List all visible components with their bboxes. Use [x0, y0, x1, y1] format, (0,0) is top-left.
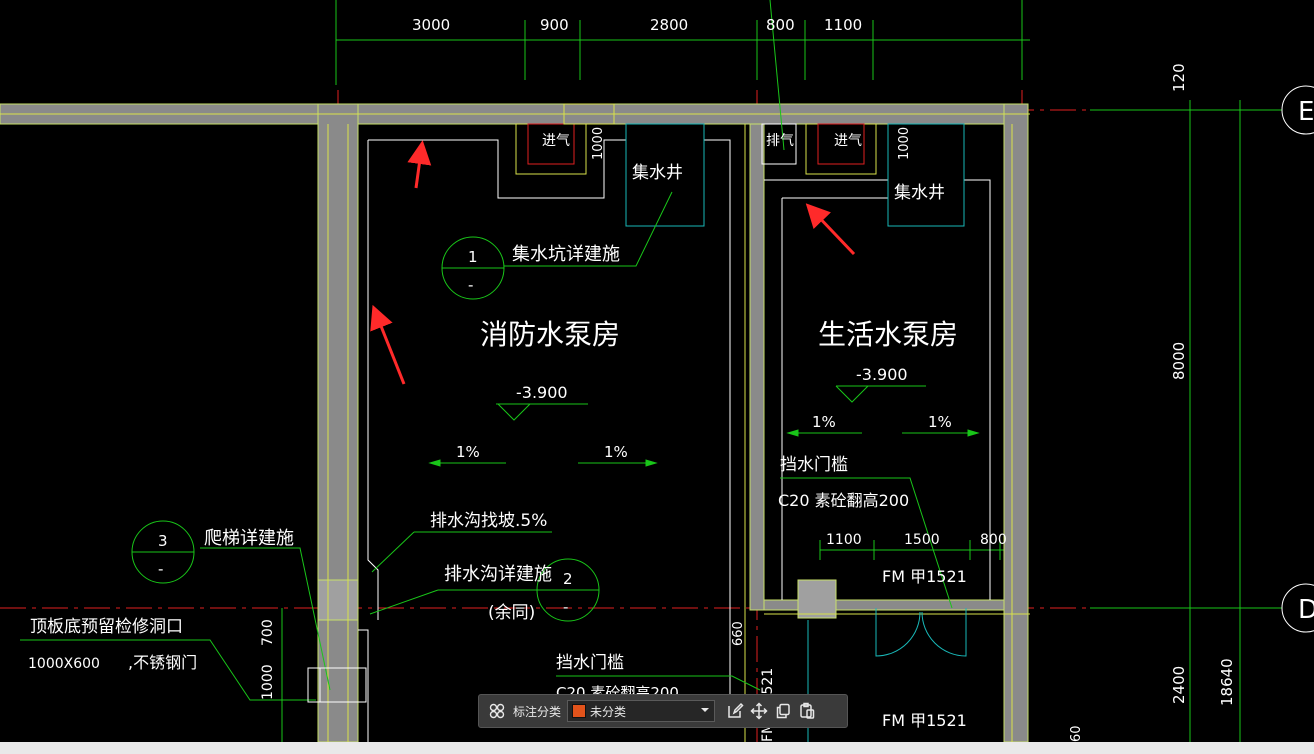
category-select[interactable]: 未分类	[567, 700, 716, 722]
dim-left-1000: 1000	[260, 664, 276, 700]
sill-label-living: 挡水门槛	[780, 455, 848, 475]
dim-door-1500: 1500	[904, 532, 940, 548]
callout-3-sheet: -	[158, 560, 163, 578]
dim-right-18640: 18640	[1218, 658, 1236, 706]
dim-intake-1000-right: 1000	[897, 127, 912, 160]
trench-slope-note: 排水沟找坡.5%	[430, 511, 547, 531]
exhaust-label: 排气	[766, 133, 794, 149]
hatch-size: 1000X600	[28, 656, 100, 672]
same-note: (余同)	[488, 603, 535, 623]
sill-label-fire: 挡水门槛	[556, 653, 624, 673]
move-icon[interactable]	[747, 699, 771, 723]
status-strip	[0, 742, 1314, 754]
callout-2-sheet: -	[563, 598, 568, 616]
callout-2-number: 2	[563, 570, 573, 588]
axis-label-d: D	[1298, 595, 1314, 625]
elevation-markers	[496, 385, 926, 421]
dim-top-1100: 1100	[824, 16, 862, 34]
dim-top-800: 800	[766, 16, 795, 34]
ladder-note: 爬梯详建施	[204, 528, 294, 549]
callout-1-sheet: -	[468, 276, 473, 294]
category-select-value: 未分类	[590, 704, 627, 719]
dim-right-120: 120	[1170, 63, 1188, 92]
slope-arrows	[428, 429, 980, 467]
callout-3-number: 3	[158, 532, 168, 550]
trench-detail-note: 排水沟详建施	[444, 564, 552, 585]
dim-door-1100: 1100	[826, 532, 862, 548]
dim-intake-1000-left: 1000	[591, 127, 606, 160]
dim-right-2400: 2400	[1170, 666, 1188, 704]
elevation-living: -3.900	[856, 365, 908, 384]
category-label: 标注分类	[513, 704, 562, 719]
door-code-lower: FM 甲1521	[882, 711, 967, 730]
axis-bubbles	[1281, 85, 1314, 633]
dim-right-8000: 8000	[1170, 342, 1188, 380]
sump-pits	[625, 123, 965, 227]
dim-door-800: 800	[980, 532, 1007, 548]
elevation-fire: -3.900	[516, 383, 568, 402]
slope-living-left: 1%	[812, 413, 836, 431]
dim-top-900: 900	[540, 16, 569, 34]
edit-icon[interactable]	[723, 699, 747, 723]
dim-660: 660	[731, 621, 746, 646]
fire-pump-room-title: 消防水泵房	[480, 318, 620, 351]
chevron-down-icon	[700, 704, 710, 718]
intake-label-left: 进气	[542, 133, 570, 149]
slope-fire-left: 1%	[456, 443, 480, 461]
sump-label-left: 集水井	[632, 163, 683, 183]
air-shafts	[515, 103, 877, 175]
hatch-note: 顶板底预留检修洞口	[30, 617, 183, 637]
layout-grid-icon[interactable]	[485, 699, 509, 723]
slope-fire-right: 1%	[604, 443, 628, 461]
dim-top-3000: 3000	[412, 16, 450, 34]
paste-icon[interactable]	[795, 699, 819, 723]
red-annotation-arrows	[370, 140, 856, 385]
sump-detail-note: 集水坑详建施	[512, 244, 620, 265]
intake-label-right: 进气	[834, 133, 862, 149]
dim-left-700: 700	[260, 619, 276, 646]
room-outlines	[358, 139, 991, 742]
walls	[0, 103, 1029, 742]
axis-label-e: E	[1298, 97, 1314, 127]
hatch-material: ,不锈钢门	[128, 653, 197, 672]
living-pump-room-title: 生活水泵房	[818, 318, 958, 351]
category-color-swatch	[572, 704, 587, 718]
callout-1-number: 1	[468, 248, 478, 266]
dim-60: 60	[1069, 725, 1084, 742]
wall-inner-lines	[0, 113, 1030, 742]
dim-top-2800: 2800	[650, 16, 688, 34]
copy-icon[interactable]	[771, 699, 795, 723]
hatch-opening	[307, 667, 367, 703]
slope-living-right: 1%	[928, 413, 952, 431]
callout-circles	[131, 236, 600, 622]
door-code-upper: FM 甲1521	[882, 567, 967, 586]
sump-label-right: 集水井	[894, 183, 945, 203]
dimension-lines	[281, 0, 1282, 742]
leader-lines	[20, 0, 953, 701]
annotation-toolbar: 标注分类 未分类	[478, 694, 848, 728]
sill-spec-living: C20 素砼翻高200	[778, 491, 909, 510]
